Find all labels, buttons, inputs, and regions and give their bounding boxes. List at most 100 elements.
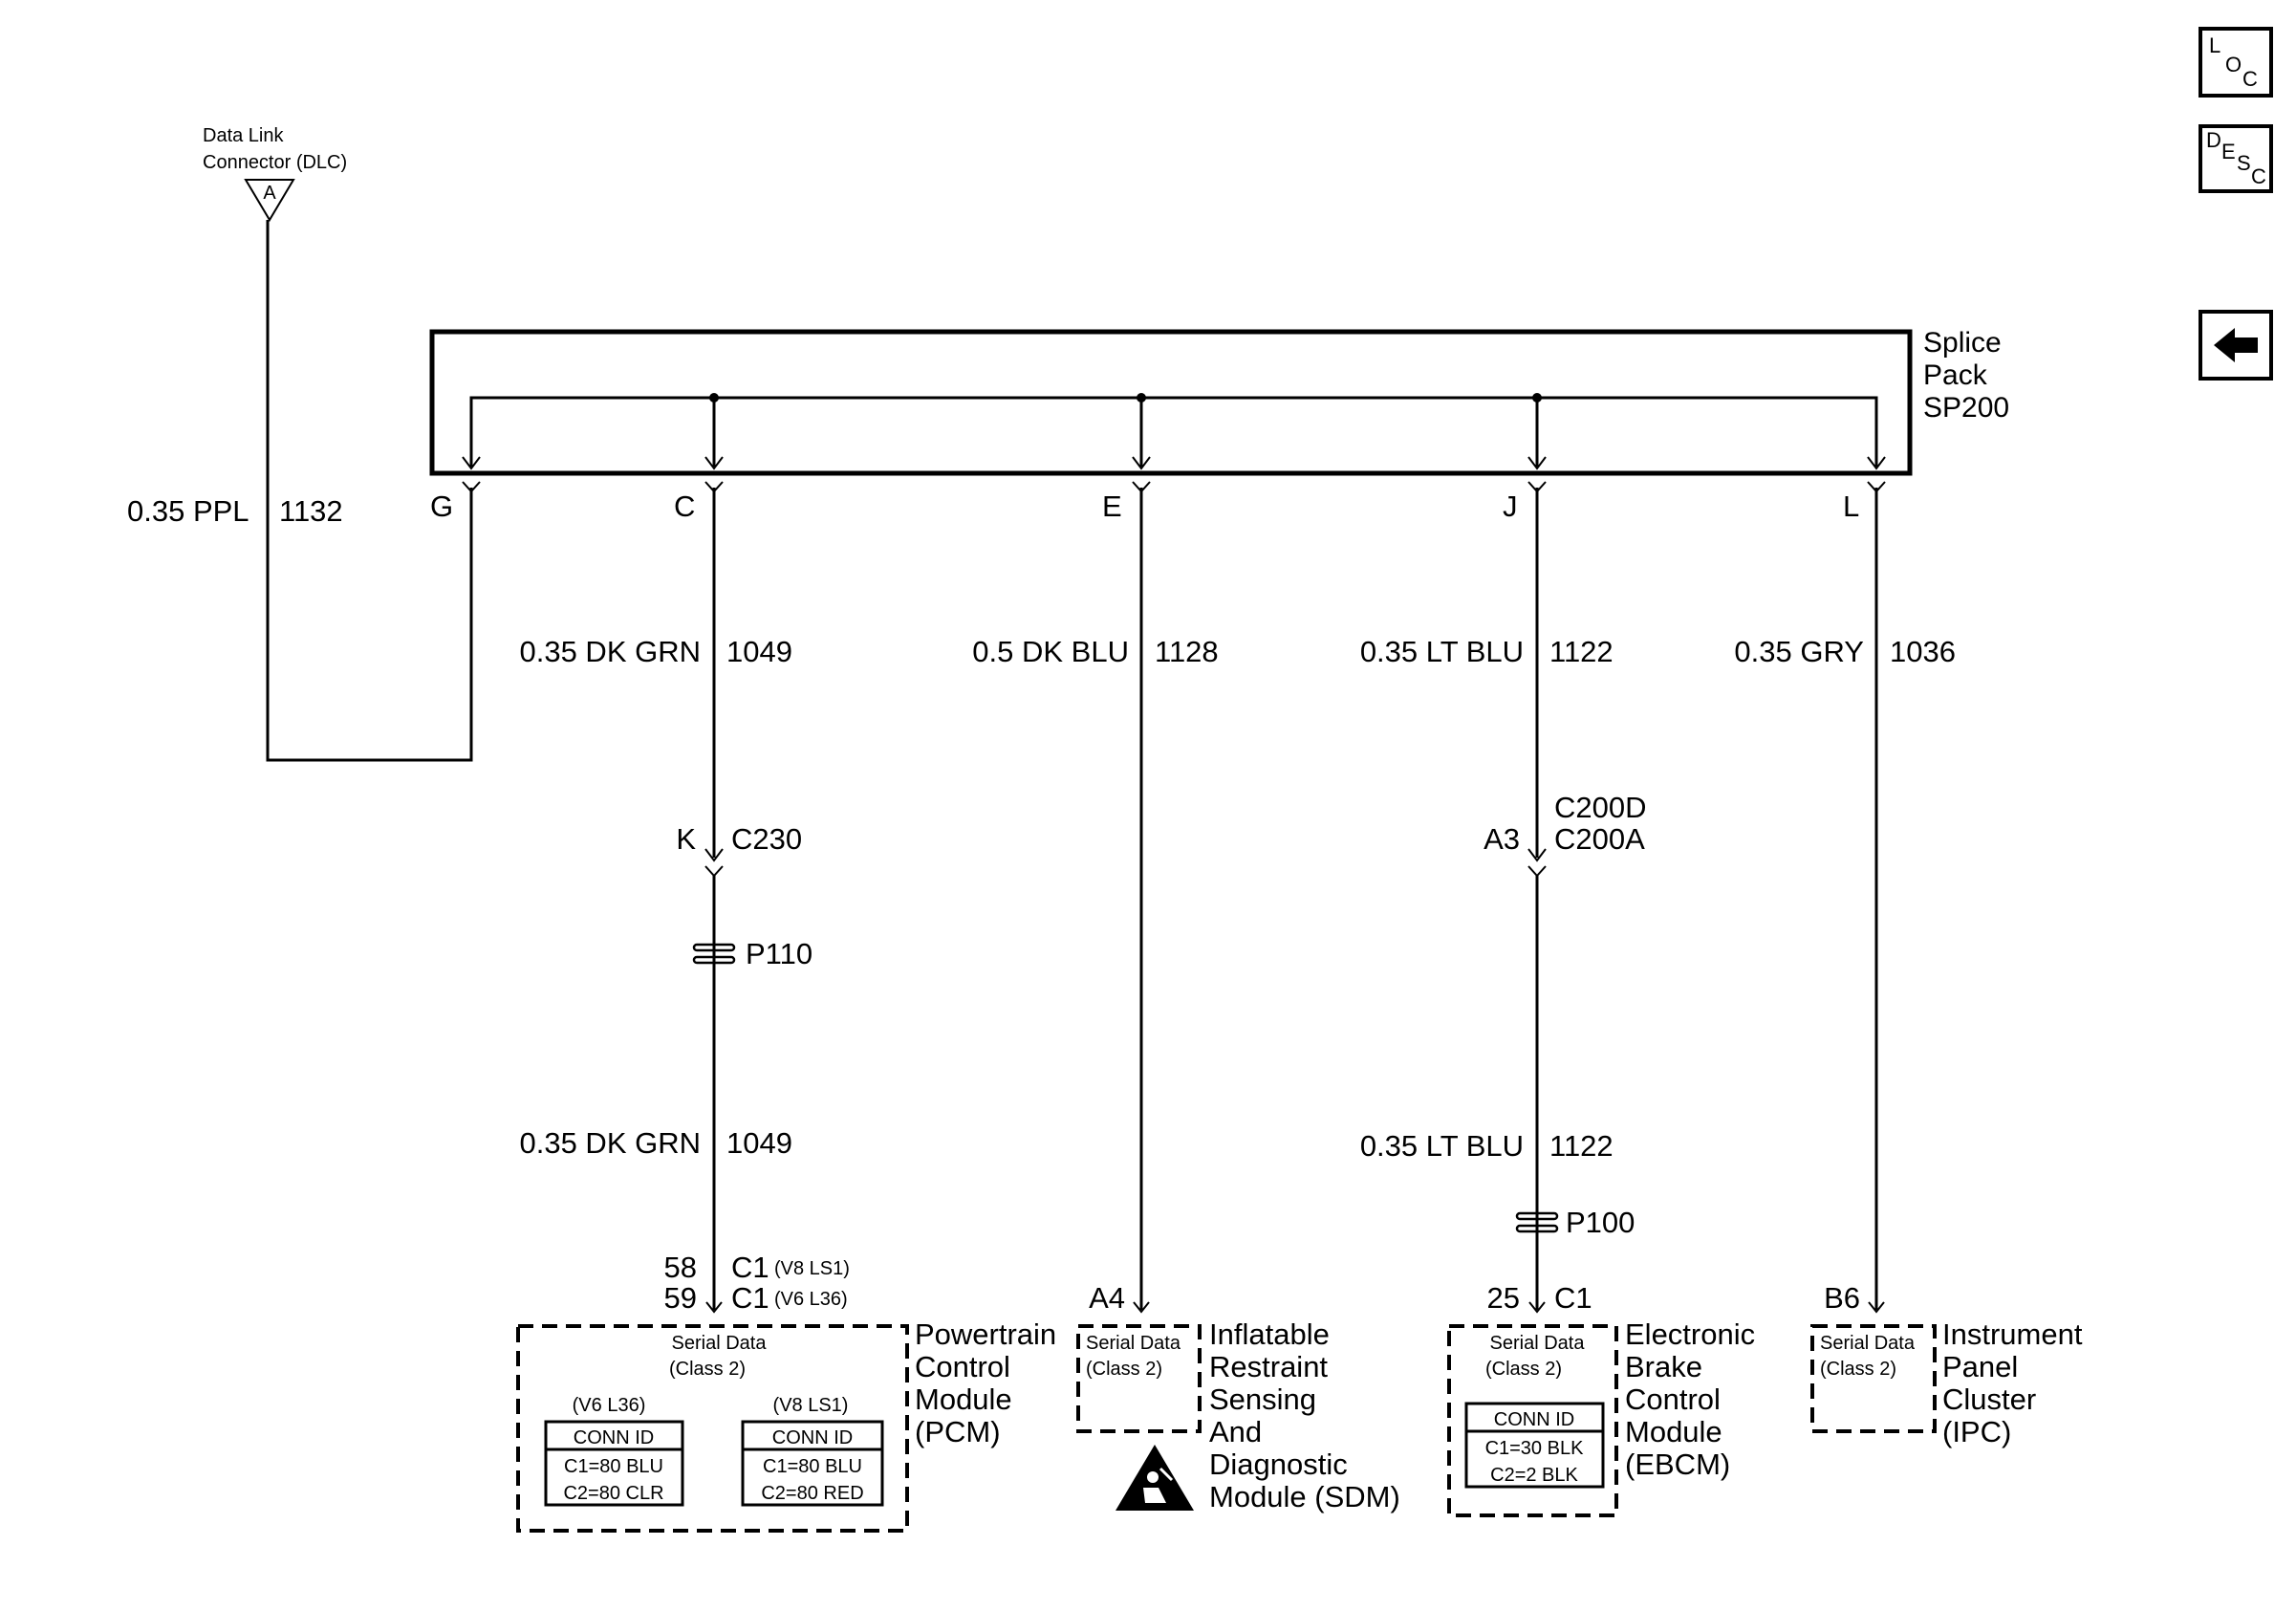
table-cell: C1=80 BLU xyxy=(763,1456,862,1477)
table-cell: C1=30 BLK xyxy=(1485,1438,1585,1459)
sdm-name-line5: Diagnostic xyxy=(1209,1448,1348,1481)
pcm-table-v8-title: (V8 LS1) xyxy=(773,1395,849,1416)
splice-pack-line1: Splice xyxy=(1923,327,2002,359)
splice-pin-j: J xyxy=(1503,490,1518,523)
wire-1128-circuit: 1128 xyxy=(1155,635,1219,668)
pcm-variant2: (V6 L36) xyxy=(774,1289,848,1310)
ebcm-name-line1: Electronic xyxy=(1625,1317,1755,1351)
desc-letter-c: C xyxy=(2251,164,2266,188)
table-cell: C2=80 CLR xyxy=(563,1483,663,1504)
splice-pin-g: G xyxy=(430,490,453,523)
sdm-name-line1: Inflatable xyxy=(1209,1317,1330,1351)
table-header: CONN ID xyxy=(574,1427,654,1448)
c200d-name: C200D xyxy=(1554,791,1647,824)
sdm-serial-line2: (Class 2) xyxy=(1086,1359,1162,1380)
sdm-name-line4: And xyxy=(1209,1415,1262,1448)
p110-label: P110 xyxy=(746,937,812,970)
wire-1132 xyxy=(266,220,473,762)
sdm-name-line6: Module (SDM) xyxy=(1209,1480,1400,1513)
sdm-name-line2: Restraint xyxy=(1209,1350,1328,1383)
wire-1036-circuit: 1036 xyxy=(1890,635,1956,668)
wire-1132-gauge: 0.35 PPL xyxy=(127,494,249,528)
loc-button[interactable]: L O C xyxy=(2199,27,2273,98)
p100-grommet-icon xyxy=(1515,1211,1559,1233)
wire-1049-lower-circuit: 1049 xyxy=(726,1126,792,1160)
ebcm-serial-line2: (Class 2) xyxy=(1485,1359,1562,1380)
ebcm-name-line5: (EBCM) xyxy=(1625,1448,1730,1481)
ipc-name-line3: Cluster xyxy=(1942,1382,2036,1416)
dlc-connector: Data Link Connector (DLC) A xyxy=(203,125,347,222)
c200-pin: A3 xyxy=(1484,822,1520,856)
splice-pack-line3: SP200 xyxy=(1923,392,2009,424)
pcm-name-line4: (PCM) xyxy=(915,1415,1001,1448)
ebcm-conn-id-table: CONN ID C1=30 BLK C2=2 BLK xyxy=(1464,1402,1605,1489)
pcm-pin-58: 58 xyxy=(664,1251,697,1284)
splice-pack: Splice Pack SP200 G C E J L xyxy=(429,327,2009,523)
wire-1132-circuit: 1132 xyxy=(279,494,343,528)
back-arrow-icon xyxy=(2214,328,2258,362)
ebcm-name-line2: Brake xyxy=(1625,1350,1702,1383)
sdm-module: Serial Data (Class 2) Inflatable Restrai… xyxy=(1076,1317,1400,1513)
pcm-pin-59: 59 xyxy=(664,1281,697,1315)
back-button[interactable] xyxy=(2199,310,2273,381)
sdm-pin-a4: A4 xyxy=(1089,1281,1125,1315)
ipc-serial-line1: Serial Data xyxy=(1820,1333,1916,1354)
dlc-label-line2: Connector (DLC) xyxy=(203,152,347,173)
ipc-serial-line2: (Class 2) xyxy=(1820,1359,1896,1380)
c230-name: C230 xyxy=(731,822,802,856)
ipc-name-line4: (IPC) xyxy=(1942,1415,2011,1448)
pcm-conn-id-table-v6: CONN ID C1=80 BLU C2=80 CLR xyxy=(544,1420,684,1507)
desc-button[interactable]: D E S C xyxy=(2199,124,2273,193)
table-cell: C1=80 BLU xyxy=(564,1456,663,1477)
pcm-module: Serial Data (Class 2) (V6 L36) CONN ID C… xyxy=(516,1317,1056,1533)
splice-node xyxy=(1532,393,1542,403)
airbag-warning-icon xyxy=(1116,1445,1194,1511)
c230-pin: K xyxy=(676,822,696,856)
table-header: CONN ID xyxy=(1494,1409,1574,1430)
ebcm-serial-line1: Serial Data xyxy=(1490,1333,1586,1354)
wire-1128-gauge: 0.5 DK BLU xyxy=(972,635,1129,668)
table-cell: C2=80 RED xyxy=(761,1483,863,1504)
pcm-variant1: (V8 LS1) xyxy=(774,1258,850,1279)
splice-pack-line2: Pack xyxy=(1923,359,1988,391)
ipc-name-line1: Instrument xyxy=(1942,1317,2083,1351)
splice-node xyxy=(709,393,719,403)
loc-letter-l: L xyxy=(2209,33,2220,57)
splice-bus xyxy=(469,396,1878,467)
c200a-name: C200A xyxy=(1554,822,1645,856)
pcm-name-line1: Powertrain xyxy=(915,1317,1056,1351)
ebcm-name-line4: Module xyxy=(1625,1415,1722,1448)
wire-1122-lower-gauge: 0.35 LT BLU xyxy=(1360,1129,1524,1163)
wire-1036-gauge: 0.35 GRY xyxy=(1734,635,1864,668)
p110-grommet-icon xyxy=(692,943,736,965)
splice-pin-l: L xyxy=(1843,490,1859,523)
wire-1049-lower-gauge: 0.35 DK GRN xyxy=(519,1126,701,1160)
pcm-table-v6-title: (V6 L36) xyxy=(573,1395,646,1416)
ipc-pin-b6: B6 xyxy=(1824,1281,1860,1315)
table-header: CONN ID xyxy=(772,1427,853,1448)
dlc-triangle-icon xyxy=(244,179,295,222)
pcm-conn1: C1 xyxy=(731,1251,769,1284)
pcm-name-line2: Control xyxy=(915,1350,1010,1383)
dlc-pin: A xyxy=(263,183,276,204)
pcm-name-line3: Module xyxy=(915,1382,1012,1416)
splice-pin-e: E xyxy=(1102,490,1122,523)
loc-letter-c: C xyxy=(2242,67,2258,91)
table-cell: C2=2 BLK xyxy=(1490,1465,1578,1486)
wire-1049-upper-gauge: 0.35 DK GRN xyxy=(519,635,701,668)
pcm-serial-line1: Serial Data xyxy=(672,1333,768,1354)
pcm-conn2: C1 xyxy=(731,1281,769,1315)
ipc-module: Serial Data (Class 2) Instrument Panel C… xyxy=(1810,1317,2083,1448)
ebcm-conn: C1 xyxy=(1554,1281,1592,1315)
sdm-serial-line1: Serial Data xyxy=(1086,1333,1181,1354)
splice-pin-c: C xyxy=(674,490,695,523)
sdm-name-line3: Sensing xyxy=(1209,1382,1316,1416)
ebcm-pin-25: 25 xyxy=(1487,1281,1520,1315)
desc-letter-d: D xyxy=(2206,128,2221,152)
ebcm-name-line3: Control xyxy=(1625,1382,1721,1416)
ipc-name-line2: Panel xyxy=(1942,1350,2018,1383)
wire-1122-lower-circuit: 1122 xyxy=(1549,1129,1614,1163)
wire-1049-upper-circuit: 1049 xyxy=(726,635,792,668)
p100-label: P100 xyxy=(1566,1206,1635,1239)
splice-node xyxy=(1137,393,1146,403)
